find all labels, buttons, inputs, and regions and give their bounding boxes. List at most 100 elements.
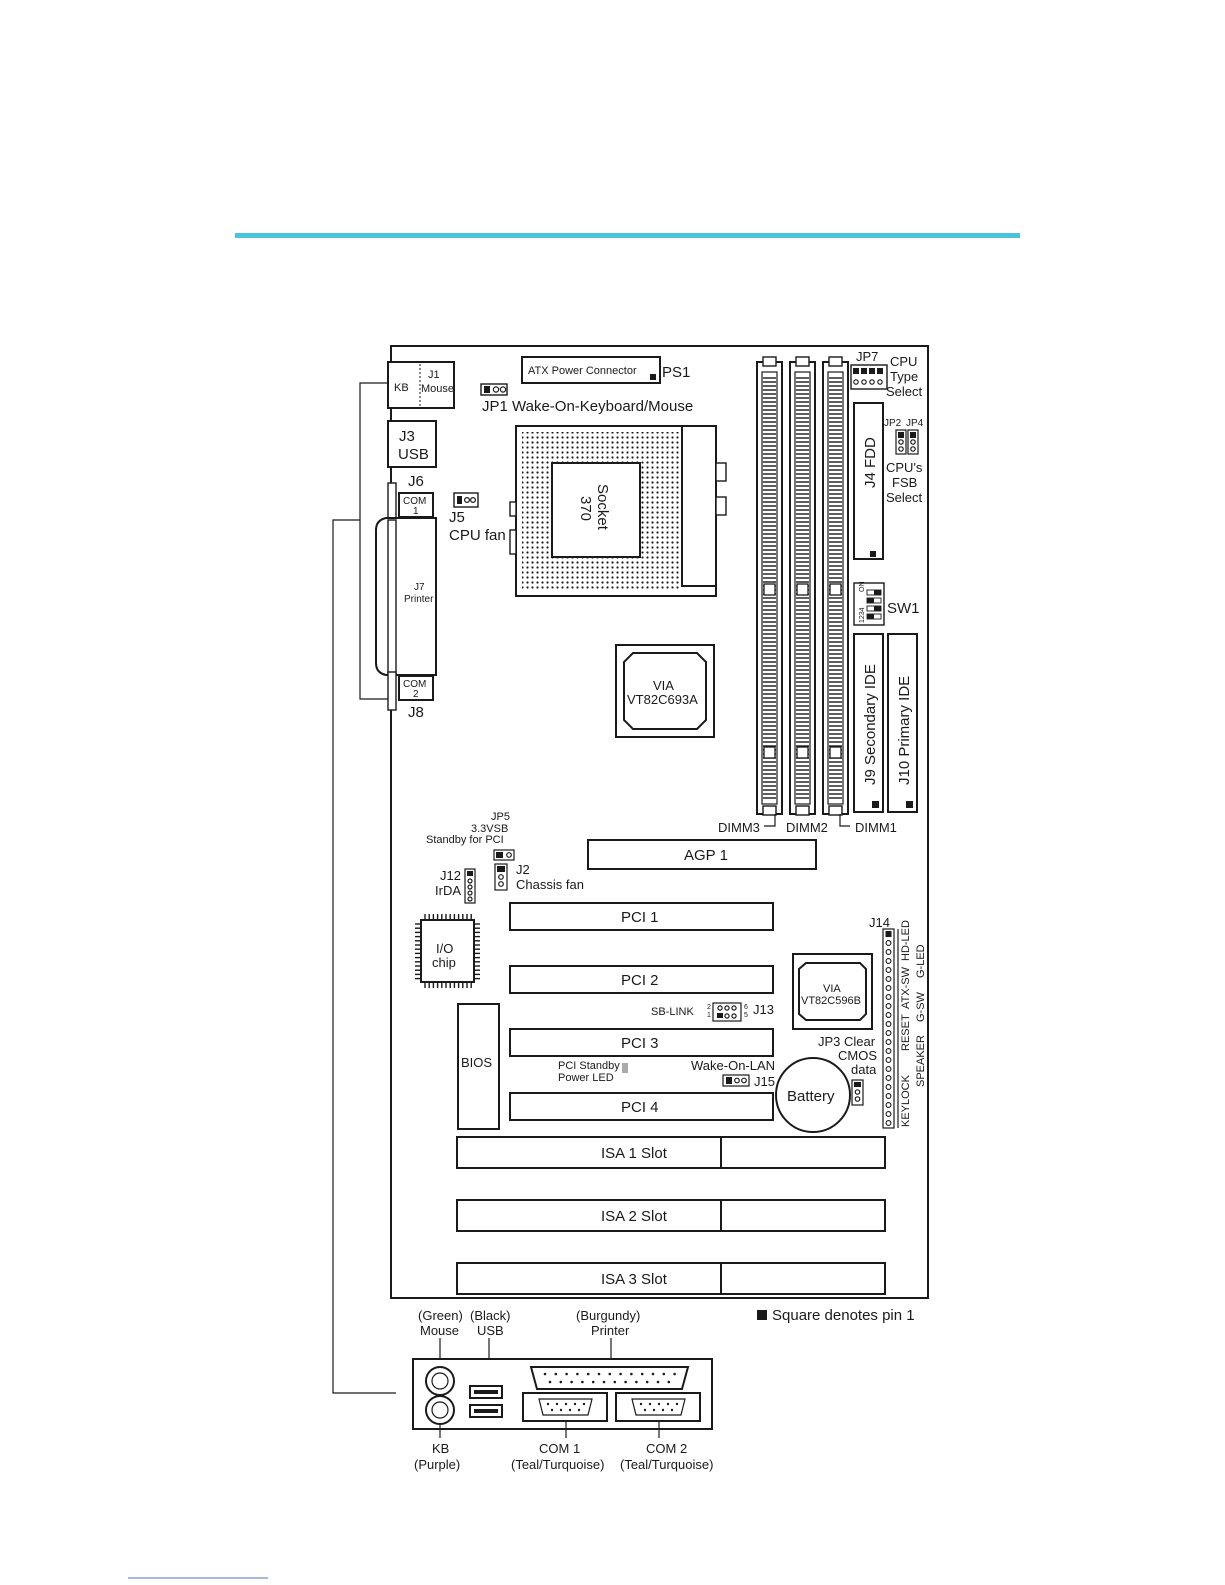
standby-led [622, 1063, 628, 1073]
jp3-label-2: CMOS [838, 1048, 877, 1063]
com2-port-icon [615, 1392, 701, 1422]
com2-connector: COM 2 [387, 671, 434, 711]
usb-label: USB [398, 446, 429, 463]
battery-label: Battery [787, 1088, 835, 1105]
burgundy-label: (Burgundy) [576, 1308, 640, 1323]
sb-pin-1: 1 [707, 1012, 711, 1019]
reset-label: RESET [900, 1014, 912, 1051]
j6-label: J6 [408, 473, 424, 490]
sw1-dip-switch: 1234 ON [853, 582, 885, 626]
isa1-label: ISA 1 Slot [601, 1145, 668, 1162]
j14-front-panel-header [882, 928, 895, 1129]
cpu-type-label-1: CPU [890, 354, 917, 369]
pci1-label: PCI 1 [621, 909, 659, 926]
dimm-slots [756, 356, 849, 816]
com1-num-label: 1 [413, 506, 419, 517]
pci4-label: PCI 4 [621, 1099, 659, 1116]
printer-label: Printer [404, 594, 434, 605]
sw1-numbers: 1234 [859, 607, 866, 623]
cpu-type-label-2: Type [890, 369, 918, 384]
black-label: (Black) [470, 1308, 510, 1323]
jp1-label: JP1 Wake-On-Keyboard/Mouse [482, 398, 693, 415]
pci-slot-4: PCI 4 [509, 1092, 774, 1121]
cpu-socket: Socket 370 [509, 425, 727, 597]
jp5-vsb-label: 3.3VSB [471, 823, 508, 835]
northbridge-chip: VIA VT82C693A [615, 644, 715, 738]
dimm2-label: DIMM2 [786, 820, 828, 835]
j4-fdd-label: J4 FDD [862, 437, 879, 488]
isa2-label: ISA 2 Slot [601, 1208, 668, 1225]
io-back-panel [412, 1358, 713, 1430]
j7-label: J7 [414, 582, 425, 593]
j9-label: J9 Secondary IDE [862, 664, 879, 785]
cpu-type-label-3: Select [886, 384, 923, 399]
south-chip-label: VT82C596B [801, 995, 861, 1007]
kb-mouse-connector: KB J1 Mouse [387, 361, 455, 409]
j12-label: J12 [440, 868, 461, 883]
mouse-label: Mouse [421, 383, 454, 395]
bios-label: BIOS [461, 1055, 492, 1070]
isa3-label: ISA 3 Slot [601, 1271, 668, 1288]
north-via-label: VIA [653, 678, 674, 693]
chip-label: chip [432, 955, 456, 970]
south-via-label: VIA [823, 983, 841, 995]
agp-slot: AGP 1 [587, 839, 817, 870]
fsb-label-3: Select [886, 490, 923, 505]
isa-slot-2: ISA 2 Slot [456, 1199, 886, 1232]
j13-label: J13 [753, 1002, 774, 1017]
j1-label: J1 [428, 369, 440, 381]
jp3-label-3: data [851, 1062, 877, 1077]
usb-ports-icon [469, 1385, 503, 1418]
header-rule [235, 233, 1020, 238]
com1-teal-label: (Teal/Turquoise) [511, 1457, 604, 1472]
j2-label: J2 [516, 862, 530, 877]
atx-sw-label: ATX-SW [900, 966, 912, 1009]
power-led-label: Power LED [558, 1072, 614, 1084]
pci-slot-3: PCI 3 [509, 1028, 774, 1057]
j15-wake-on-lan-header [722, 1074, 750, 1087]
pci-slot-1: PCI 1 [509, 902, 774, 931]
fdd-connector: J4 FDD [853, 402, 884, 560]
com2-com-label: COM [403, 679, 426, 690]
j12-irda-header [464, 868, 476, 904]
g-sw-label: G-SW [915, 991, 927, 1022]
north-chip-label: VT82C693A [627, 692, 698, 707]
green-label: (Green) [418, 1308, 463, 1323]
com1-com-label: COM [403, 496, 426, 507]
com1-port-icon [522, 1392, 608, 1422]
j15-label: J15 [754, 1074, 775, 1089]
j5-label: J5 [449, 509, 465, 526]
pci-standby-label: PCI Standby [558, 1060, 620, 1072]
hd-led-label: HD-LED [900, 920, 912, 961]
jp5-label: JP5 [491, 811, 510, 823]
io-label: I/O [436, 941, 453, 956]
jp2-label: JP2 [884, 418, 902, 429]
isa-slot-3: ISA 3 Slot [456, 1262, 886, 1295]
dimm1-label: DIMM1 [855, 820, 897, 835]
dimm3-slot [756, 356, 783, 816]
io-panel-leader [332, 519, 396, 1394]
fsb-label-2: FSB [892, 475, 917, 490]
jp2-jumper [895, 429, 907, 455]
io-chip: I/O chip [415, 914, 480, 988]
usb-port-label: USB [477, 1323, 504, 1338]
back-panel-bracket [359, 382, 388, 700]
fsb-label-1: CPU's [886, 460, 923, 475]
j8-label: J8 [408, 704, 424, 721]
dimm3-label: DIMM3 [718, 820, 760, 835]
agp1-label: AGP 1 [684, 847, 728, 864]
jp4-jumper [907, 429, 919, 455]
speaker-label: SPEAKER [915, 1035, 927, 1087]
j10-label: J10 Primary IDE [896, 676, 913, 785]
sb-link-label: SB-LINK [651, 1006, 694, 1018]
wake-on-lan-label: Wake-On-LAN [691, 1058, 775, 1073]
pci3-label: PCI 3 [621, 1035, 659, 1052]
keylock-label: KEYLOCK [900, 1074, 912, 1127]
pci-slot-2: PCI 2 [509, 965, 774, 994]
jp4-label: JP4 [906, 418, 924, 429]
usb-connector: J3 USB [387, 420, 437, 468]
purple-label: (Purple) [414, 1457, 460, 1472]
pin1-legend-label: Square denotes pin 1 [772, 1307, 915, 1324]
ps1-label: PS1 [662, 364, 690, 381]
